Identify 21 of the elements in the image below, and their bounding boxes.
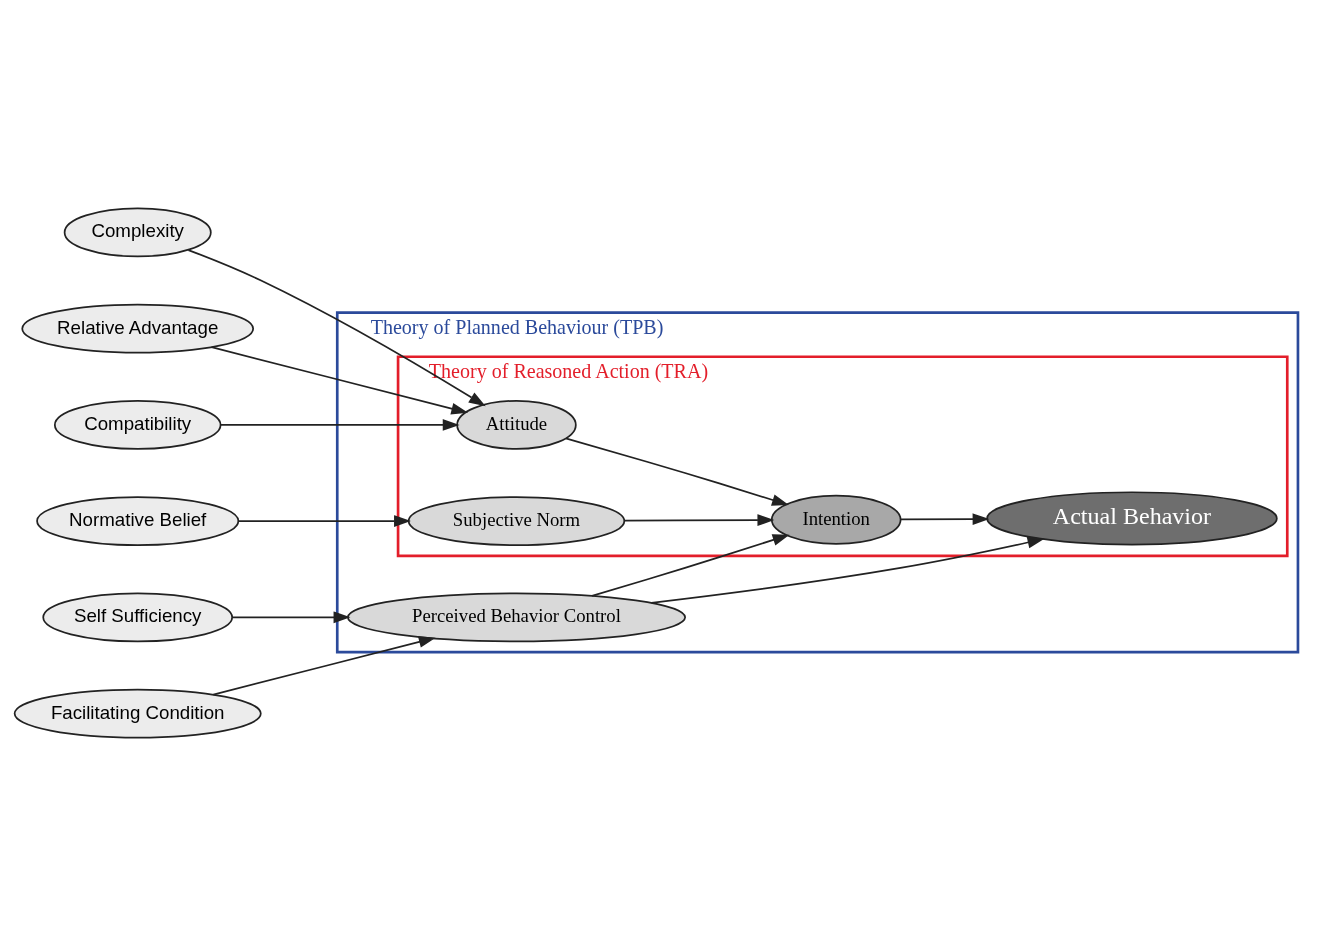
arrow bbox=[231, 611, 351, 624]
node-ellipse: Compatibility bbox=[54, 399, 222, 450]
arrow bbox=[623, 514, 775, 526]
node-ellipse: Facilitating Condition bbox=[13, 688, 262, 739]
node-ellipse: Relative Advantage bbox=[21, 303, 255, 354]
node-ellipse: Subjective Norm bbox=[407, 496, 626, 547]
node-ellipse: Complexity bbox=[63, 207, 212, 258]
node-ellipse: Self Sufficiency bbox=[42, 592, 234, 643]
node-ellipse: Attitude bbox=[456, 399, 577, 450]
arrow bbox=[187, 249, 486, 407]
arrow bbox=[212, 636, 436, 696]
node-ellipse: Normative Belief bbox=[36, 496, 240, 547]
arrow bbox=[219, 418, 460, 431]
arrow bbox=[210, 346, 469, 415]
arrow bbox=[591, 534, 790, 597]
node-ellipse: Actual Behavior bbox=[986, 491, 1278, 546]
arrow bbox=[899, 513, 990, 526]
node-ellipse: Perceived Behavior Control bbox=[346, 592, 686, 643]
arrow bbox=[564, 437, 789, 506]
arrow bbox=[238, 515, 411, 528]
arrow bbox=[650, 536, 1045, 604]
